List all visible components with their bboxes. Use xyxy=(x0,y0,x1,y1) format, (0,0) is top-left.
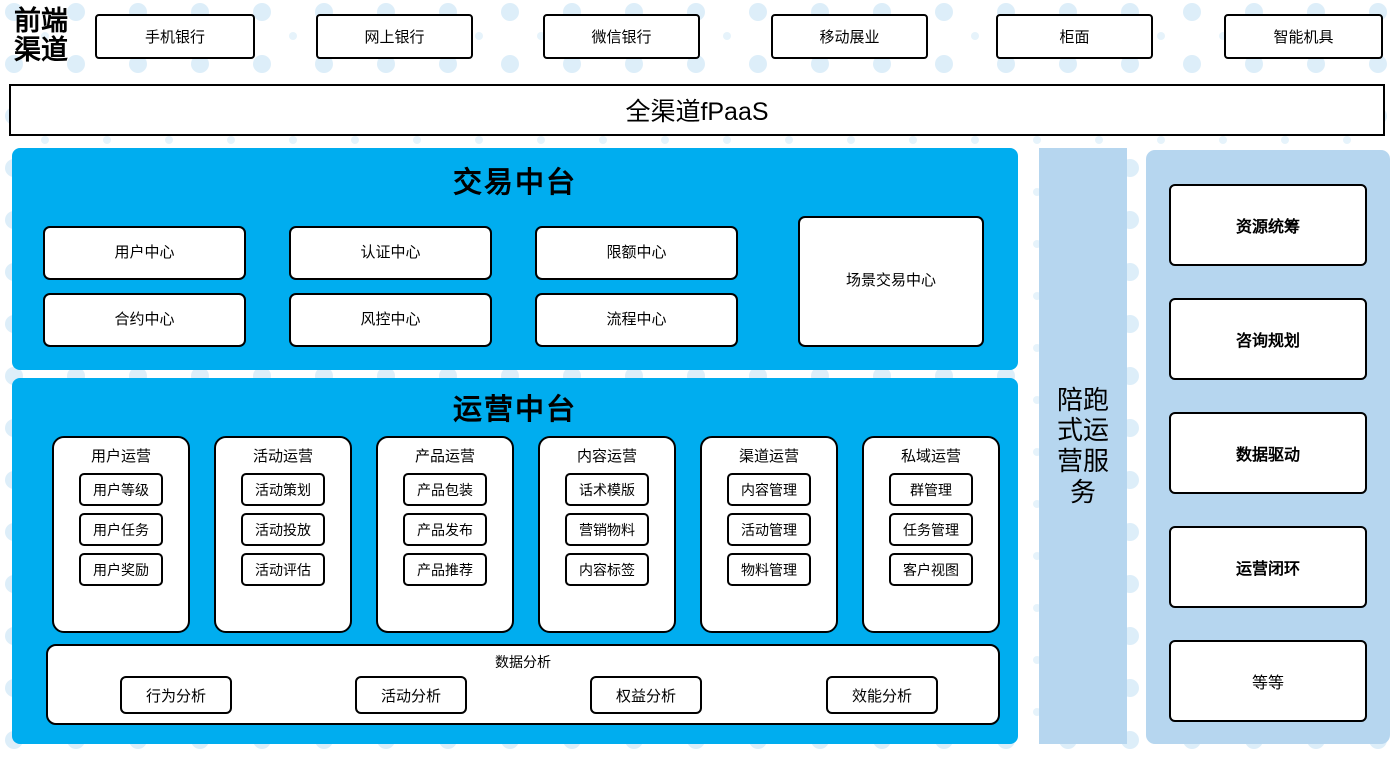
op-group-item[interactable]: 产品包装 xyxy=(403,473,487,506)
fpaas-bar: 全渠道fPaaS xyxy=(9,84,1385,136)
op-group-item[interactable]: 任务管理 xyxy=(889,513,973,546)
data-analysis-item-behavior[interactable]: 行为分析 xyxy=(120,676,232,714)
data-analysis-item-activity[interactable]: 活动分析 xyxy=(355,676,467,714)
transaction-center-limit[interactable]: 限额中心 xyxy=(535,226,738,280)
capability-item-etc[interactable]: 等等 xyxy=(1169,640,1367,722)
op-group-title: 内容运营 xyxy=(576,448,637,465)
op-group-item[interactable]: 活动策划 xyxy=(241,473,325,506)
capability-item-label: 数据驱动 xyxy=(1235,447,1300,464)
op-group-item[interactable]: 活动投放 xyxy=(241,513,325,546)
op-group-user[interactable]: 用户运营 用户等级 用户任务 用户奖励 xyxy=(52,436,190,633)
frontend-label-line1: 前端 xyxy=(14,6,68,37)
data-analysis-item-label: 行为分析 xyxy=(145,687,206,705)
transaction-center-label: 限额中心 xyxy=(606,243,667,261)
op-group-item[interactable]: 用户任务 xyxy=(79,513,163,546)
op-group-item[interactable]: 物料管理 xyxy=(727,553,811,586)
op-group-item[interactable]: 客户视图 xyxy=(889,553,973,586)
transaction-center-label: 流程中心 xyxy=(606,310,667,328)
data-analysis-item-label: 活动分析 xyxy=(380,687,441,705)
op-group-title: 用户运营 xyxy=(90,448,151,465)
op-group-product[interactable]: 产品运营 产品包装 产品发布 产品推荐 xyxy=(376,436,514,633)
op-group-content[interactable]: 内容运营 话术模版 营销物料 内容标签 xyxy=(538,436,676,633)
transaction-center-user[interactable]: 用户中心 xyxy=(43,226,246,280)
op-group-title: 渠道运营 xyxy=(738,448,799,465)
accompanying-operation-service-strip: 陪跑 式运 营服 务 xyxy=(1039,148,1127,744)
capability-panel: 资源统筹 咨询规划 数据驱动 运营闭环 等等 xyxy=(1146,150,1390,744)
data-analysis-item-label: 效能分析 xyxy=(851,687,912,705)
data-analysis-item-label: 权益分析 xyxy=(615,687,676,705)
frontend-label-line2: 渠道 xyxy=(14,35,68,65)
op-group-item[interactable]: 用户奖励 xyxy=(79,553,163,586)
data-analysis-item-rights[interactable]: 权益分析 xyxy=(590,676,702,714)
channel-chip-label: 移动展业 xyxy=(819,29,880,46)
transaction-center-auth[interactable]: 认证中心 xyxy=(289,226,492,280)
service-strip-line: 务 xyxy=(1069,476,1096,507)
channel-chip-label: 网上银行 xyxy=(364,29,425,46)
op-group-item[interactable]: 活动管理 xyxy=(727,513,811,546)
operations-platform-title: 运营中台 xyxy=(452,394,577,426)
op-group-item[interactable]: 内容管理 xyxy=(727,473,811,506)
op-group-channel[interactable]: 渠道运营 内容管理 活动管理 物料管理 xyxy=(700,436,838,633)
op-group-item[interactable]: 群管理 xyxy=(889,473,973,506)
fpaas-label: 全渠道fPaaS xyxy=(625,98,769,126)
op-group-activity[interactable]: 活动运营 活动策划 活动投放 活动评估 xyxy=(214,436,352,633)
op-group-item[interactable]: 产品推荐 xyxy=(403,553,487,586)
data-analysis-item-efficiency[interactable]: 效能分析 xyxy=(826,676,938,714)
capability-item-label: 咨询规划 xyxy=(1235,333,1300,350)
transaction-center-label: 合约中心 xyxy=(114,310,175,328)
transaction-center-label: 风控中心 xyxy=(360,310,421,328)
capability-item-label: 等等 xyxy=(1251,675,1284,692)
data-analysis-container: 数据分析 行为分析 活动分析 权益分析 效能分析 xyxy=(46,644,1000,725)
data-analysis-title: 数据分析 xyxy=(495,654,551,670)
capability-item-label: 资源统筹 xyxy=(1235,219,1300,236)
transaction-platform-title: 交易中台 xyxy=(452,167,577,199)
op-group-item[interactable]: 内容标签 xyxy=(565,553,649,586)
service-strip-line: 陪跑 xyxy=(1056,384,1109,415)
op-group-title: 私域运营 xyxy=(900,448,961,465)
transaction-center-process[interactable]: 流程中心 xyxy=(535,293,738,347)
capability-item-resource-coordination[interactable]: 资源统筹 xyxy=(1169,184,1367,266)
transaction-center-label: 认证中心 xyxy=(360,243,421,261)
service-strip-line: 式运 xyxy=(1056,415,1109,446)
op-group-title: 产品运营 xyxy=(414,448,475,465)
capability-item-data-driven[interactable]: 数据驱动 xyxy=(1169,412,1367,494)
op-group-private-domain[interactable]: 私域运营 群管理 任务管理 客户视图 xyxy=(862,436,1000,633)
channel-chip-label: 微信银行 xyxy=(591,29,652,46)
channel-chip-mobile-bank[interactable]: 手机银行 xyxy=(95,14,255,59)
channel-chip-smart-machine[interactable]: 智能机具 xyxy=(1224,14,1383,59)
service-strip-label: 陪跑 式运 营服 务 xyxy=(1055,385,1111,508)
service-strip-line: 营服 xyxy=(1056,446,1109,476)
op-group-item[interactable]: 营销物料 xyxy=(565,513,649,546)
operations-platform-panel: 运营中台 用户运营 用户等级 用户任务 用户奖励 活动运营 活动策划 活动投放 … xyxy=(12,378,1018,744)
capability-item-consulting-planning[interactable]: 咨询规划 xyxy=(1169,298,1367,380)
channel-chip-online-bank[interactable]: 网上银行 xyxy=(316,14,473,59)
channel-chip-label: 手机银行 xyxy=(144,29,205,46)
channel-chip-label: 柜面 xyxy=(1059,29,1090,46)
channel-chip-counter[interactable]: 柜面 xyxy=(996,14,1153,59)
transaction-center-contract[interactable]: 合约中心 xyxy=(43,293,246,347)
channel-chip-label: 智能机具 xyxy=(1273,29,1334,46)
transaction-platform-panel: 交易中台 用户中心 认证中心 限额中心 合约中心 风控中心 流程中心 场景交易中… xyxy=(12,148,1018,370)
transaction-center-riskcontrol[interactable]: 风控中心 xyxy=(289,293,492,347)
op-group-item[interactable]: 用户等级 xyxy=(79,473,163,506)
op-group-item[interactable]: 产品发布 xyxy=(403,513,487,546)
transaction-center-label: 用户中心 xyxy=(114,243,175,261)
capability-item-operation-loop[interactable]: 运营闭环 xyxy=(1169,526,1367,608)
capability-item-label: 运营闭环 xyxy=(1235,561,1300,578)
op-group-item[interactable]: 话术模版 xyxy=(565,473,649,506)
op-group-title: 活动运营 xyxy=(252,448,313,465)
frontend-channel-label: 前端 渠道 xyxy=(2,2,80,70)
transaction-center-scene[interactable]: 场景交易中心 xyxy=(798,216,984,347)
channel-chip-mobile-business[interactable]: 移动展业 xyxy=(771,14,928,59)
op-group-item[interactable]: 活动评估 xyxy=(241,553,325,586)
channel-chip-wechat-bank[interactable]: 微信银行 xyxy=(543,14,700,59)
transaction-center-label: 场景交易中心 xyxy=(845,272,936,290)
